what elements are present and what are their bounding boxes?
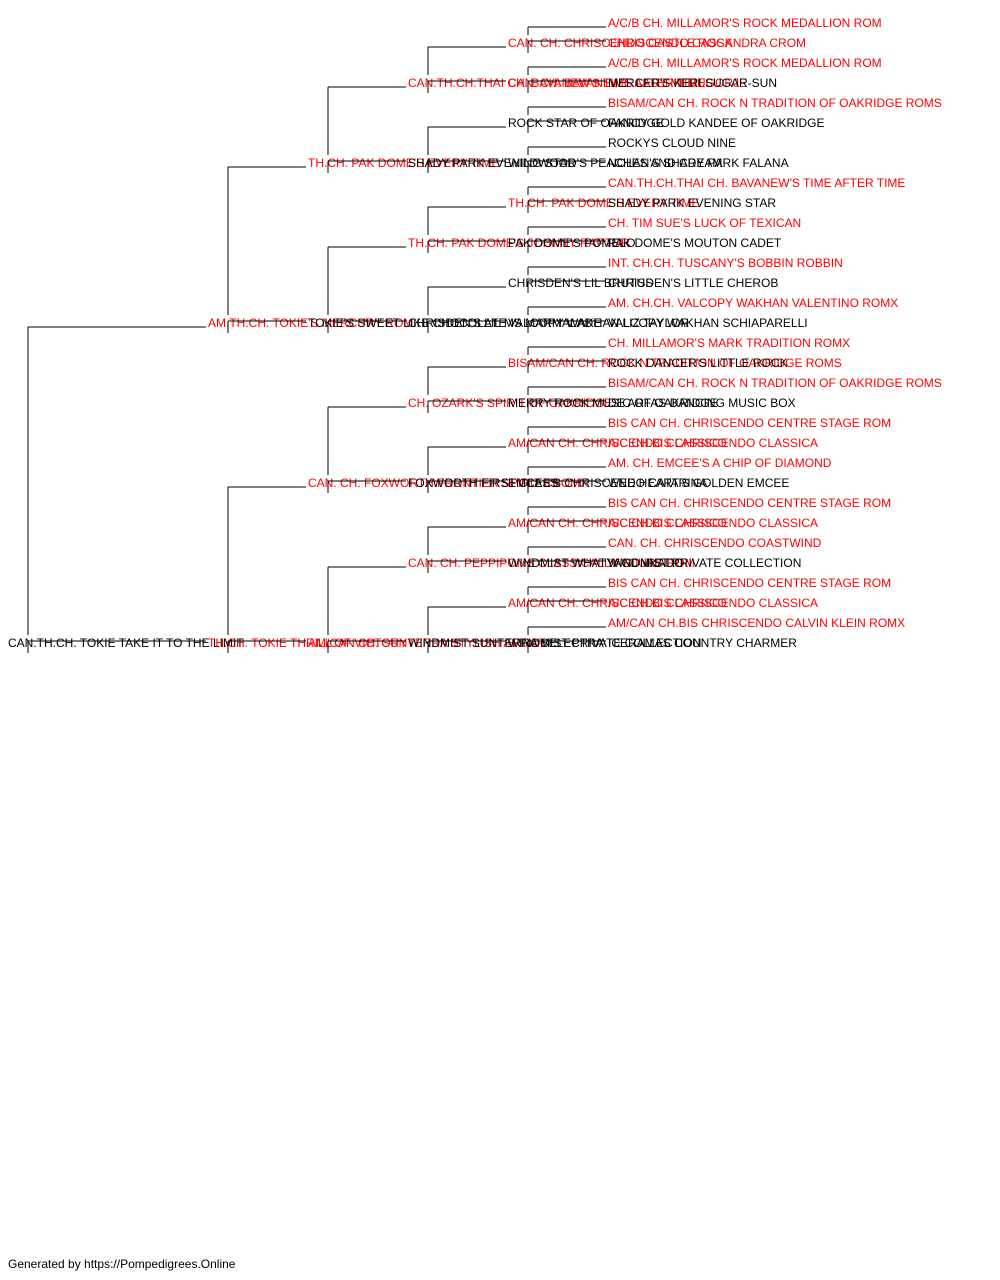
- pedigree-entry: A/C CH.BIS CHRISCENDO CLASSICA: [608, 596, 818, 610]
- pedigree-entry: WINDMIST SUNTERRA SELECTRA: [408, 636, 604, 650]
- pedigree-entry: BIS CAN CH. CHRISCENDO CENTRE STAGE ROM: [608, 416, 891, 430]
- pedigree-entry: AM. CH. EMCEE'S A CHIP OF DIAMOND: [608, 456, 832, 470]
- pedigree-entry: TH.CH. PAK DOME'S EVERY TIME: [508, 196, 699, 210]
- pedigree-entry: CAN. CH. FOXWORTH FRONTIER SPIRIT CROMX: [308, 476, 588, 490]
- pedigree-entry: BIS CAN CH. CHRISCENDO CENTRE STAGE ROM: [608, 496, 891, 510]
- pedigree-entry: FOXWORTH FIRST CLASS: [408, 476, 558, 490]
- pedigree-entry: PAK DOME'S MOUTON CADET: [608, 236, 782, 250]
- pedigree-entry: BISAM/CAN CH. ROCK N TRADITION OF OAKRID…: [608, 376, 942, 390]
- pedigree-entry: DE ARTAS DANCING MUSIC BOX: [608, 396, 796, 410]
- pedigree-entry: AM. CH.CH. VALCOPY WAKHAN VALENTINO ROMX: [608, 296, 898, 310]
- pedigree-entry: EMCEE'S CHRISCENDO CATARINA: [508, 476, 707, 490]
- pedigree-entry: TH.CH. TOKIE THRILL OF VICTORY: [208, 636, 407, 650]
- pedigree-entry: CAN.TH.CH. TOKIE TAKE IT TO THE LIMIT: [8, 636, 244, 650]
- pedigree-entry: WINDMIST PRIVATE COLLECTION: [508, 636, 701, 650]
- pedigree-entry: AM/CAN CH. CHRISCENDO CLASSICO: [508, 436, 727, 450]
- pedigree-entry: AM/CAN CH. CHRISCENDO CLASSICO: [508, 596, 727, 610]
- pedigree-entry: PAK DOME'S POMELO: [508, 236, 635, 250]
- pedigree-entry: MERRY ROCK MUSIC OF OAKRIDGE: [508, 396, 718, 410]
- pedigree-entry: CAN.TH.CH.THAI CH. BAVANEW'S TIME AFTER …: [408, 76, 705, 90]
- pedigree-entry: CH. TIM SUE'S LUCK OF TEXICAN: [608, 216, 801, 230]
- pedigree-entry: CAN. CH. CHRISCENDO CASTLE ROCK: [508, 36, 733, 50]
- pedigree-entry: CHRISDEN'S LIL MS MARMALADE: [408, 316, 601, 330]
- pedigree-entry: CH. OZARK'S SPIRIT OF OAKRIDGE: [408, 396, 612, 410]
- pedigree-entry: INT. CH.CH. TUSCANY'S BOBBIN ROBBIN: [608, 256, 843, 270]
- pedigree-entry: A/C/B CH. MILLAMOR'S ROCK MEDALLION ROM: [608, 16, 882, 30]
- pedigree-entry: CAN. CH. CHRISCENDO COASTWIND: [608, 536, 822, 550]
- pedigree-entry: BISAM/CAN CH. ROCK N TRADITION OF OAKRID…: [508, 356, 842, 370]
- pedigree-entry: AM/CAN CH. CHRISCENDO CLASSICO: [508, 516, 727, 530]
- pedigree-entry: TH.CH. PAK DOME'S EVERY TIME: [308, 156, 499, 170]
- pedigree-entry: CHRISCENDO CASSANDRA CROM: [608, 36, 806, 50]
- pedigree-entry: SHADY PARK EVENING STAR: [408, 156, 576, 170]
- pedigree-entry: WINDMIST PRIVATE COLLECTION: [608, 556, 801, 570]
- generated-by-footer: Generated by https://Pompedigrees.Online: [8, 1257, 236, 1271]
- pedigree-entry: BIS CAN CH. CHRISCENDO CENTRE STAGE ROM: [608, 576, 891, 590]
- pedigree-entry: CHRISDEN'S LITTLE CHEROB: [608, 276, 778, 290]
- pedigree-entry: AM.TH.CH. TOKIE'S MERCURY ROM: [208, 316, 413, 330]
- pedigree-entry: ROCKYS CLOUD NINE: [608, 136, 736, 150]
- pedigree-entry: VALCOPY WAKHAN SCHIAPARELLI: [608, 316, 808, 330]
- pedigree-entry: VALCOPY WAKHAN LIZ TAYLOR: [508, 316, 689, 330]
- pedigree-entry: CH. MILLAMOR'S MARK TRADITION ROMX: [608, 336, 850, 350]
- pedigree-entry: CAN. CH. PEPPIPOMS CLASSICALLY YOURS ROM: [408, 556, 695, 570]
- pedigree-entry: FANCY GOLD KANDEE OF OAKRIDGE: [608, 116, 825, 130]
- pedigree-entry: CAN. CH. BAVANEW'S LADY MEDUGORJE: [508, 76, 747, 90]
- pedigree-entry: MERCER'S KERI SUGAR-SUN: [608, 76, 777, 90]
- pedigree-entry: ROCK STAR OF OAKRIDGE: [508, 116, 664, 130]
- pedigree-entry: WEE HEART'S GOLDEN EMCEE: [608, 476, 789, 490]
- pedigree-entry: ROCK DANCER'S LITTLE ROCK: [608, 356, 788, 370]
- pedigree-entry: AM/CAN CH.BIS CHRISCENDO CALVIN KLEIN RO…: [608, 616, 905, 630]
- pedigree-entry: A/C/B CH. MILLAMOR'S ROCK MEDALLION ROM: [608, 56, 882, 70]
- pedigree-entry: CAN.TH.CH.THAI CH. BAVANEW'S TIME AFTER …: [608, 176, 905, 190]
- pedigree-entry: AM/CAN CH. SUNTERRA STYLISH AFFAIR: [308, 636, 546, 650]
- pedigree-entry: BISAM/CAN CH. ROCK N TRADITION OF OAKRID…: [608, 96, 942, 110]
- pedigree-entry: A/C CH.BIS CHRISCENDO CLASSICA: [608, 516, 818, 530]
- pedigree-entry: A/C CH.BIS CHRISCENDO CLASSICA: [608, 436, 818, 450]
- pedigree-entry: CHRISDEN'S LIL BRUTUS: [508, 276, 653, 290]
- pedigree-entry: SHADY PARK EVENING STAR: [608, 196, 776, 210]
- pedigree-entry: ICERAMAS COUNTRY CHARMER: [608, 636, 797, 650]
- pedigree-entry: TOKIE'S SWEET LIKE CHOCOLATE: [308, 316, 506, 330]
- pedigree-entry: NOLAN'S SHADY PARK FALANA: [608, 156, 789, 170]
- pedigree-entry: WINDMIST WHATYAGONNADO: [508, 556, 683, 570]
- pedigree-entry: WILDWOOD'S PEACHES AND CREAM: [508, 156, 722, 170]
- pedigree-entry: TH.CH. PAK DOME'S JOHNNY RAPTOR: [408, 236, 630, 250]
